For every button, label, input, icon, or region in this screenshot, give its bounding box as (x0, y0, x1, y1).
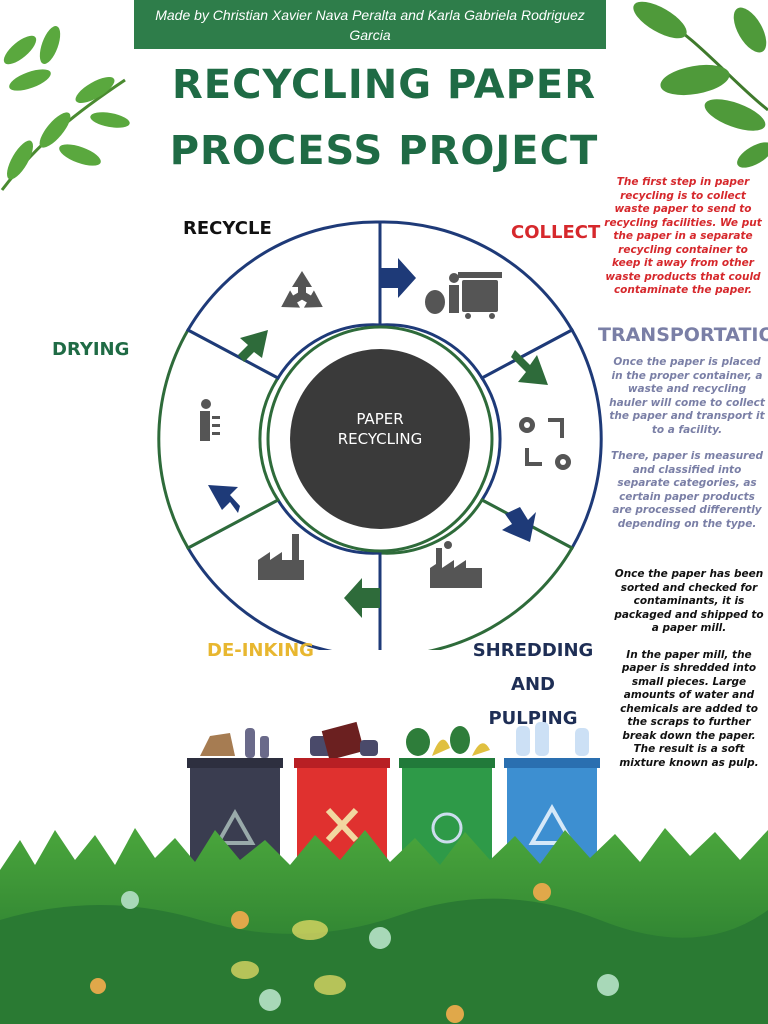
arrow-down-left-icon (502, 507, 536, 542)
transport-description: Once the paper is placed in the proper c… (608, 356, 766, 544)
center-label: PAPER RECYCLING (290, 409, 470, 449)
arrow-up-right-icon (238, 330, 268, 362)
gears-icon (519, 417, 571, 470)
arrow-left-icon (344, 578, 380, 618)
collect-description: The first step in paper recycling is to … (604, 176, 762, 311)
pulp-description: Once the paper has been sorted and check… (610, 568, 768, 783)
person-money-icon (200, 399, 220, 441)
step-label-transportation: TRANSPORTATION (598, 324, 768, 346)
transport-description-p1: Once the paper is placed in the proper c… (609, 356, 765, 436)
transport-description-p2: There, paper is measured and classified … (611, 450, 763, 530)
factory-icon (430, 541, 482, 588)
center-label-line-1: PAPER (356, 410, 404, 428)
step-label-deinking: DE-INKING (207, 640, 314, 661)
collect-description-text: The first step in paper recycling is to … (604, 176, 762, 296)
step-label-drying: DRYING (52, 339, 130, 360)
recycling-cycle-diagram (157, 220, 603, 650)
center-label-line-2: RECYCLING (337, 430, 423, 448)
pulp-description-p1: Once the paper has been sorted and check… (614, 568, 764, 634)
step-label-collect: COLLECT (511, 222, 601, 243)
step-label-shredding: SHREDDING AND PULPING (455, 634, 611, 736)
step-label-shredding-line-1: SHREDDING AND (472, 640, 594, 695)
credit-banner: Made by Christian Xavier Nava Peralta an… (134, 0, 606, 49)
step-label-recycle: RECYCLE (183, 218, 272, 239)
page-title-line-2: PROCESS PROJECT (169, 128, 599, 174)
arrow-up-left-icon (208, 485, 240, 513)
step-label-shredding-line-2: PULPING (488, 708, 578, 729)
arrow-down-right-icon (511, 350, 548, 385)
factory-small-icon (258, 534, 304, 580)
center-circle (290, 349, 470, 529)
leaf-branch-right-icon (633, 1, 768, 168)
page-title-line-1: RECYCLING PAPER (171, 62, 597, 108)
recycle-icon (281, 271, 323, 308)
leaf-branch-left-icon (0, 26, 130, 191)
arrow-right-icon (380, 258, 416, 298)
credit-text: Made by Christian Xavier Nava Peralta an… (155, 7, 585, 43)
grass-illustration (0, 828, 768, 1024)
trash-bin-icon (425, 272, 502, 319)
pulp-description-p2: In the paper mill, the paper is shredded… (619, 648, 759, 769)
